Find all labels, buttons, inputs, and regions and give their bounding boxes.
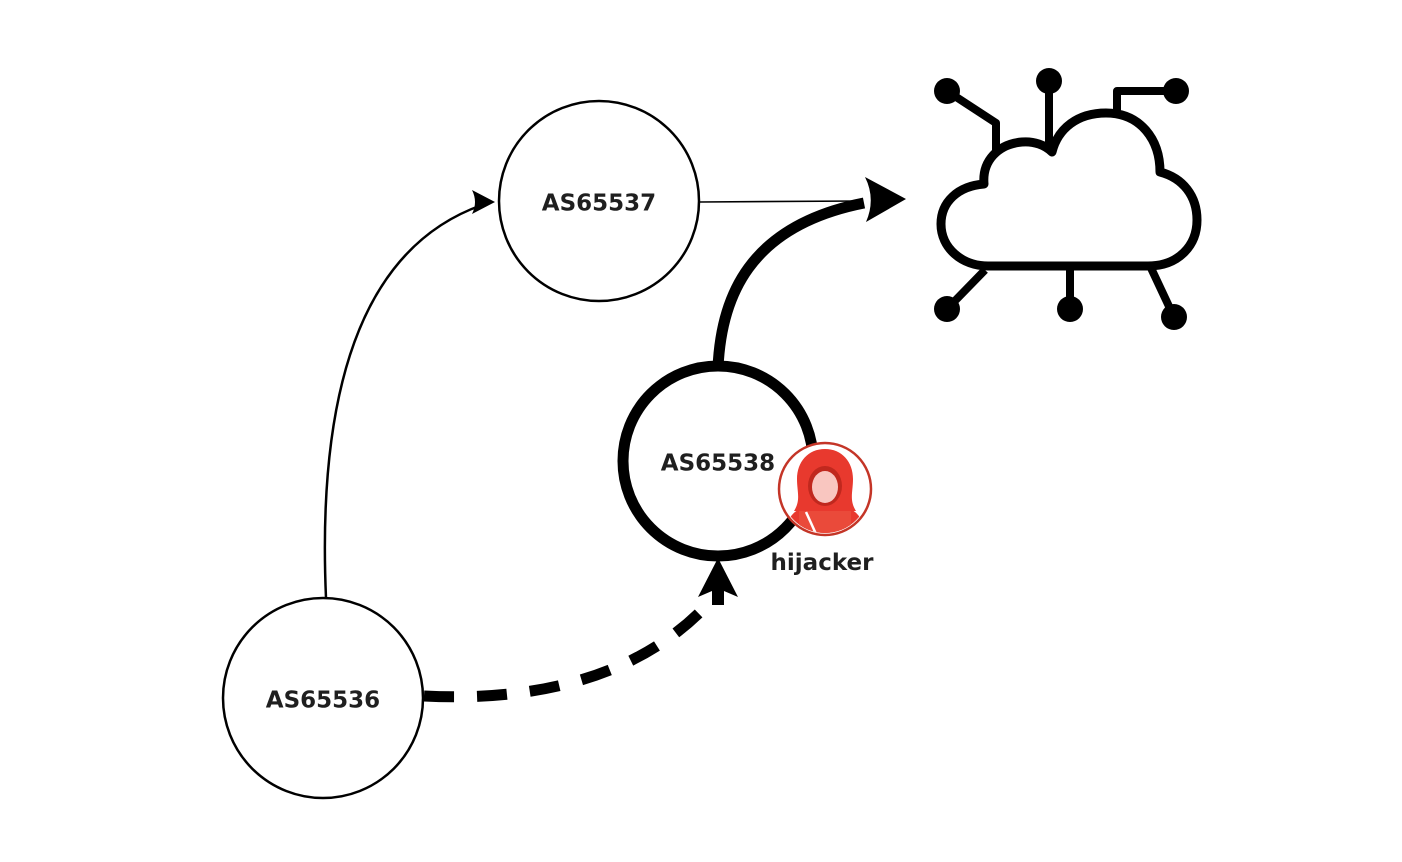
edge-as65538-to-cloud-path	[712, 197, 866, 369]
hacker-laptop	[799, 509, 851, 533]
hacker-laptop-highlight	[804, 511, 818, 533]
hooded-hacker-icon	[784, 449, 866, 533]
node-as65536-circle	[221, 596, 425, 800]
cloud-node-bottom-left	[934, 296, 960, 322]
node-as65537: AS65537	[497, 99, 701, 303]
cloud-network-icon	[934, 68, 1202, 330]
hijacker-icon	[777, 441, 873, 537]
node-as65536-label: AS65536	[266, 688, 380, 714]
cloud-connectors	[934, 68, 1189, 330]
edge-as65536-to-as65537	[323, 190, 495, 599]
arrowhead-into-as65537	[472, 190, 495, 214]
cloud-node-bottom-right	[1161, 304, 1187, 330]
cloud-node-top-left	[934, 78, 960, 104]
node-as65538: AS65538	[617, 360, 819, 562]
node-as65537-label: AS65537	[542, 191, 656, 217]
node-as65536: AS65536	[221, 596, 425, 800]
arrowhead-into-cloud	[865, 177, 906, 222]
edge-as65537-to-cloud	[699, 200, 861, 203]
edge-as65538-to-cloud	[712, 177, 906, 369]
cloud-node-bottom-middle	[1057, 296, 1083, 322]
edge-as65536-to-as65538-path	[423, 602, 710, 703]
node-as65538-label: AS65538	[661, 451, 775, 477]
hijacker-icon-ring	[777, 441, 873, 537]
edge-as65536-to-as65537-path	[323, 203, 483, 599]
cloud-outline	[936, 108, 1202, 271]
cloud-node-top-middle	[1036, 68, 1062, 94]
cloud-node-top-right	[1163, 78, 1189, 104]
hijacker-label: hijacker	[771, 550, 875, 576]
hacker-face	[812, 471, 838, 503]
arrowhead-into-as65538	[698, 558, 738, 605]
node-as65537-circle	[497, 99, 701, 303]
edge-as65536-to-as65538	[423, 558, 738, 703]
